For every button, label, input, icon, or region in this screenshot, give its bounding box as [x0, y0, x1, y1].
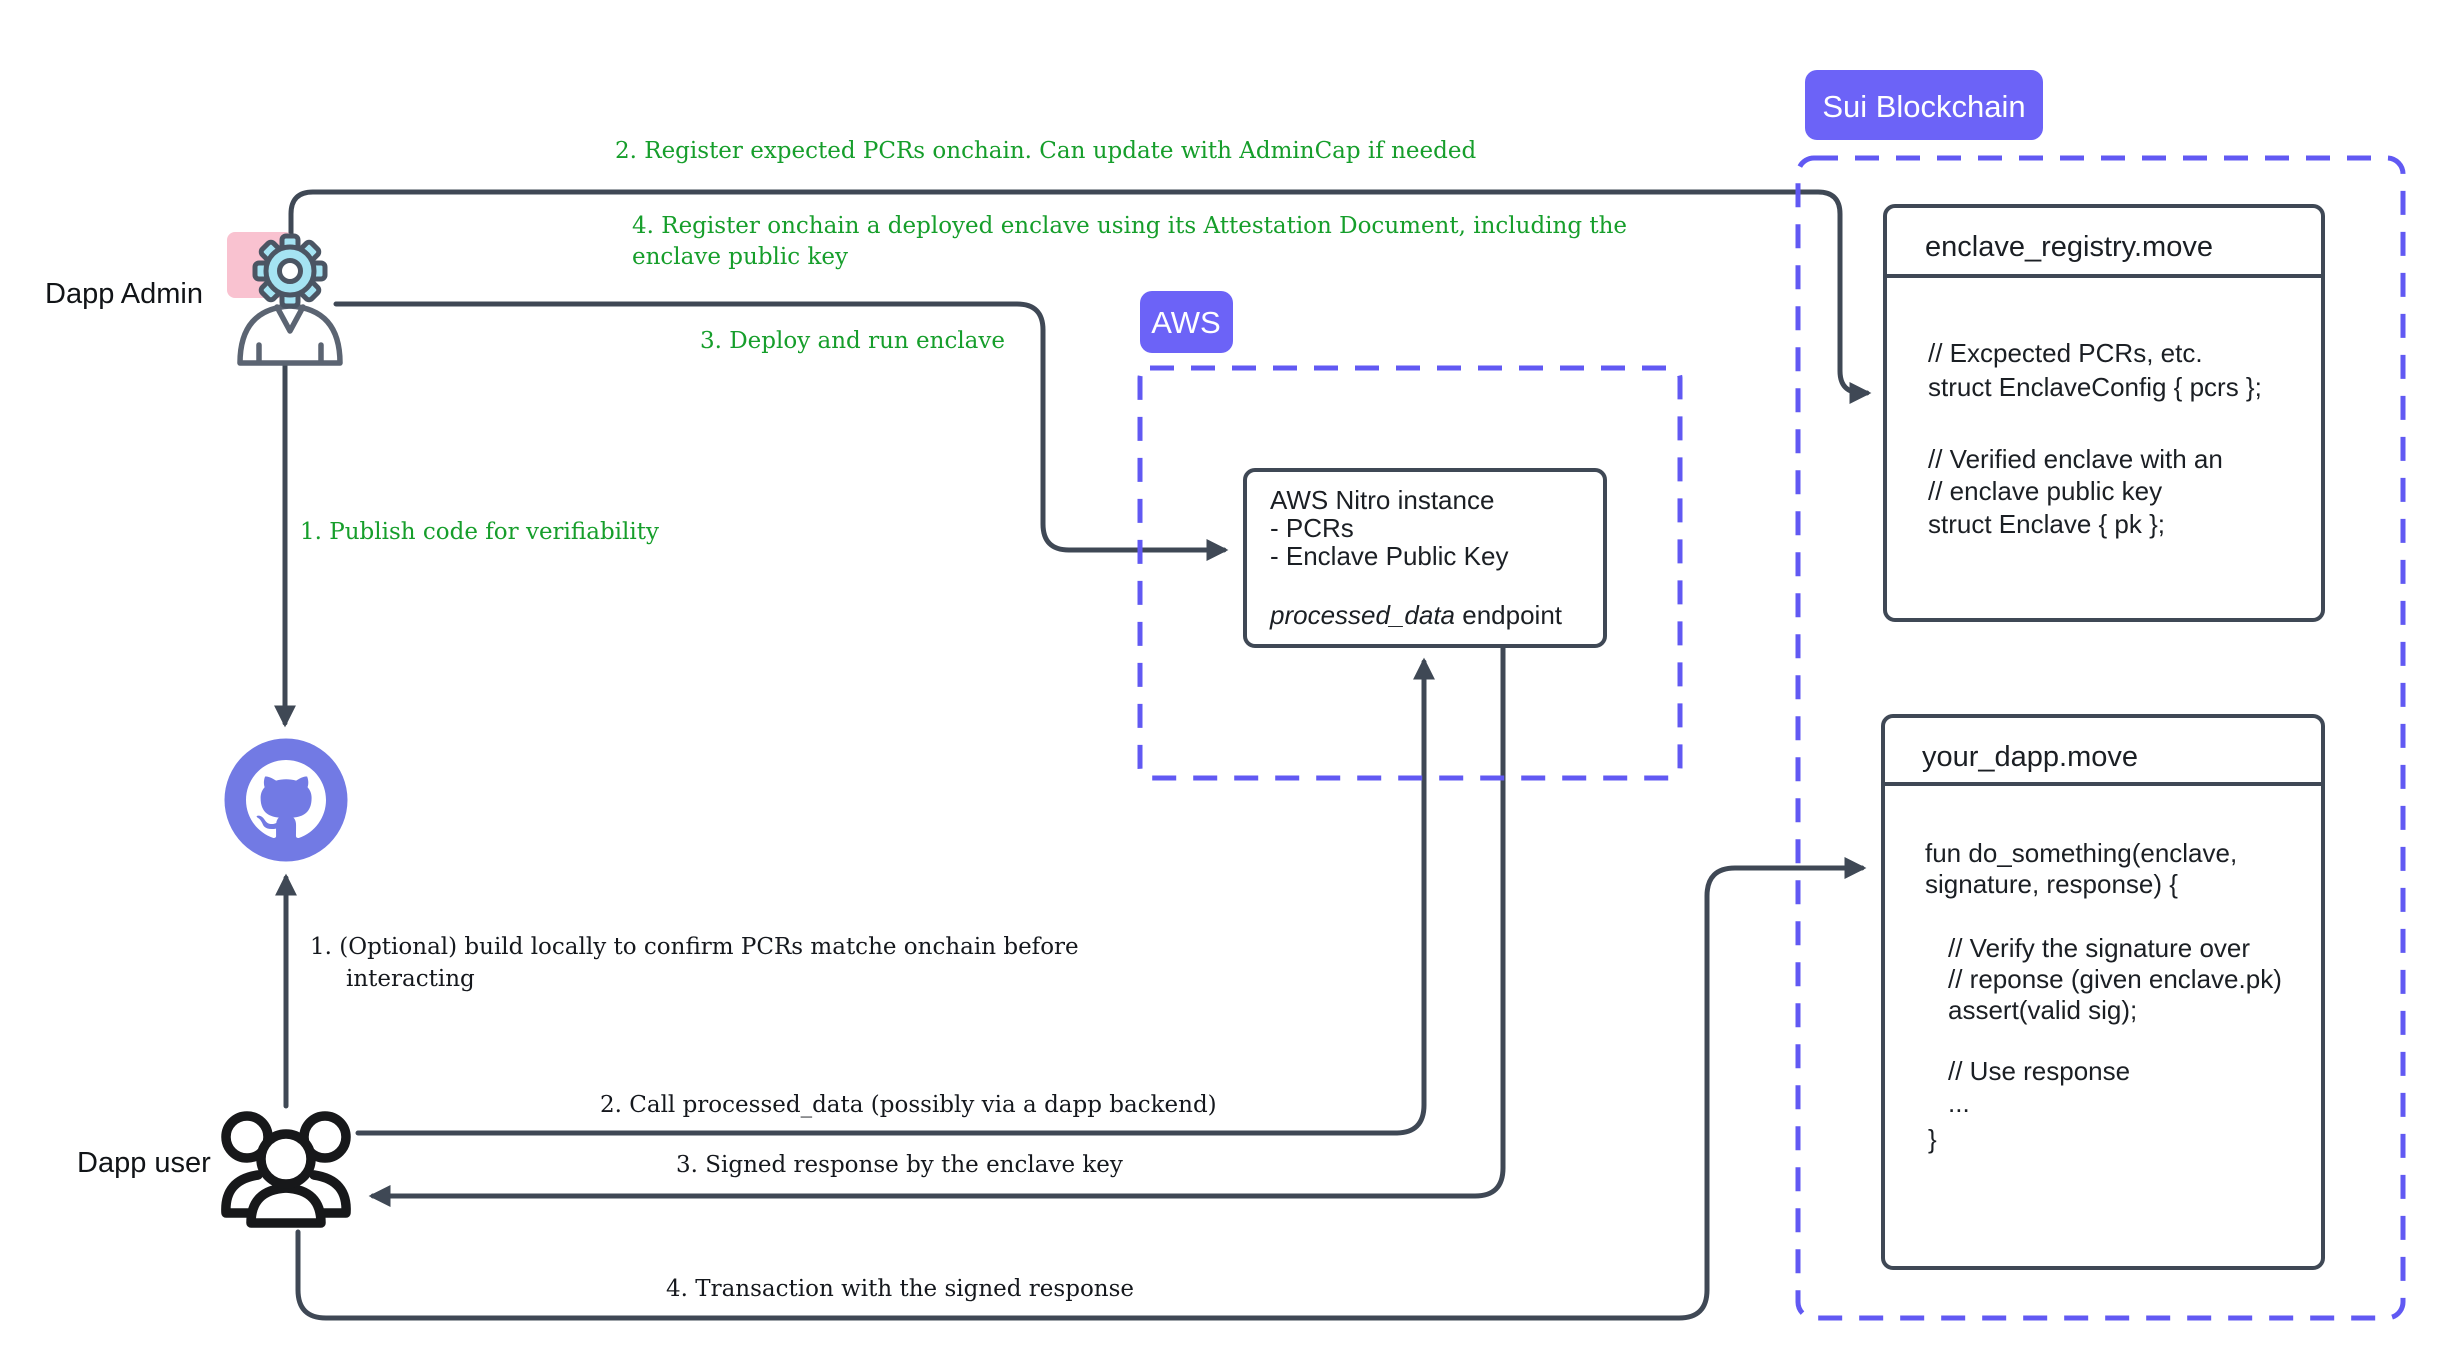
code-line: ... [1948, 1088, 1970, 1118]
annotation-step4: 4. Register onchain a deployed enclave u… [632, 213, 1627, 239]
user-annotations: 1. (Optional) build locally to confirm P… [310, 934, 1217, 1302]
github-circle [224, 738, 348, 862]
annotation-user-step1: interacting [346, 966, 475, 992]
annotation-user-step1: 1. (Optional) build locally to confirm P… [310, 934, 1079, 960]
sui-blockchain-badge [1805, 70, 2043, 140]
aws-badge-label: AWS [1151, 305, 1220, 340]
github-icon [224, 738, 348, 862]
flow-arrows [273, 189, 1872, 1321]
your-dapp-title: your_dapp.move [1922, 741, 2138, 773]
code-line: // Use response [1948, 1056, 2130, 1086]
aws-badge [1140, 291, 1233, 353]
annotation-user-step2: 2. Call processed_data (possibly via a d… [600, 1092, 1217, 1118]
sui-blockchain-boundary [1795, 155, 2406, 1321]
annotation-step3: 3. Deploy and run enclave [700, 328, 1005, 354]
sui-blockchain-badge-label: Sui Blockchain [1822, 89, 2025, 124]
users-group-icon [221, 1111, 351, 1228]
admin-annotations: 2. Register expected PCRs onchain. Can u… [300, 138, 1627, 545]
nitro-title: AWS Nitro instance [1270, 485, 1494, 515]
annotation-user-step3: 3. Signed response by the enclave key [676, 1152, 1123, 1178]
dapp-admin-label: Dapp Admin [45, 278, 203, 310]
arrow-transaction [295, 856, 1867, 1321]
arrow-deploy-enclave [333, 301, 1229, 562]
enclave-registry-title: enclave_registry.move [1925, 231, 2213, 263]
code-line: signature, response) { [1925, 869, 2178, 899]
nitro-item: - PCRs [1270, 513, 1354, 543]
arrow-call-processed-data [355, 657, 1436, 1136]
code-line: struct Enclave { pk }; [1928, 509, 2165, 539]
code-line: // Verify the signature over [1948, 933, 2250, 963]
code-line: struct EnclaveConfig { pcrs }; [1928, 372, 2262, 402]
code-line: fun do_something(enclave, [1925, 838, 2237, 868]
code-line: // Verified enclave with an [1928, 444, 2223, 474]
aws-nitro-box: AWS Nitro instance - PCRs - Enclave Publ… [1243, 468, 1607, 648]
admin-gear-icon [227, 232, 343, 366]
arrow-signed-response [368, 643, 1506, 1208]
dapp-user-label: Dapp user [77, 1147, 211, 1179]
arrow-register-pcrs [288, 189, 1872, 405]
code-line: } [1928, 1124, 1937, 1154]
code-line: // Excpected PCRs, etc. [1928, 338, 2203, 368]
code-line: // enclave public key [1928, 476, 2162, 506]
aws-boundary [1137, 365, 1683, 781]
annotation-step1: 1. Publish code for verifiability [300, 519, 659, 545]
annotation-step4: enclave public key [632, 244, 848, 270]
nitro-item: - Enclave Public Key [1270, 541, 1508, 571]
admin-person-icon [237, 303, 343, 366]
code-line: assert(valid sig); [1948, 995, 2137, 1025]
nitro-endpoint: processed_data endpoint [1269, 600, 1563, 630]
code-line: // reponse (given enclave.pk) [1948, 964, 2282, 994]
your-dapp-box: your_dapp.move fun do_something(enclave,… [1881, 714, 2325, 1270]
gear-icon [252, 233, 328, 309]
annotation-step2: 2. Register expected PCRs onchain. Can u… [615, 138, 1476, 164]
enclave-registry-box: enclave_registry.move // Excpected PCRs,… [1883, 204, 2325, 622]
annotation-user-step4: 4. Transaction with the signed response [666, 1276, 1134, 1302]
